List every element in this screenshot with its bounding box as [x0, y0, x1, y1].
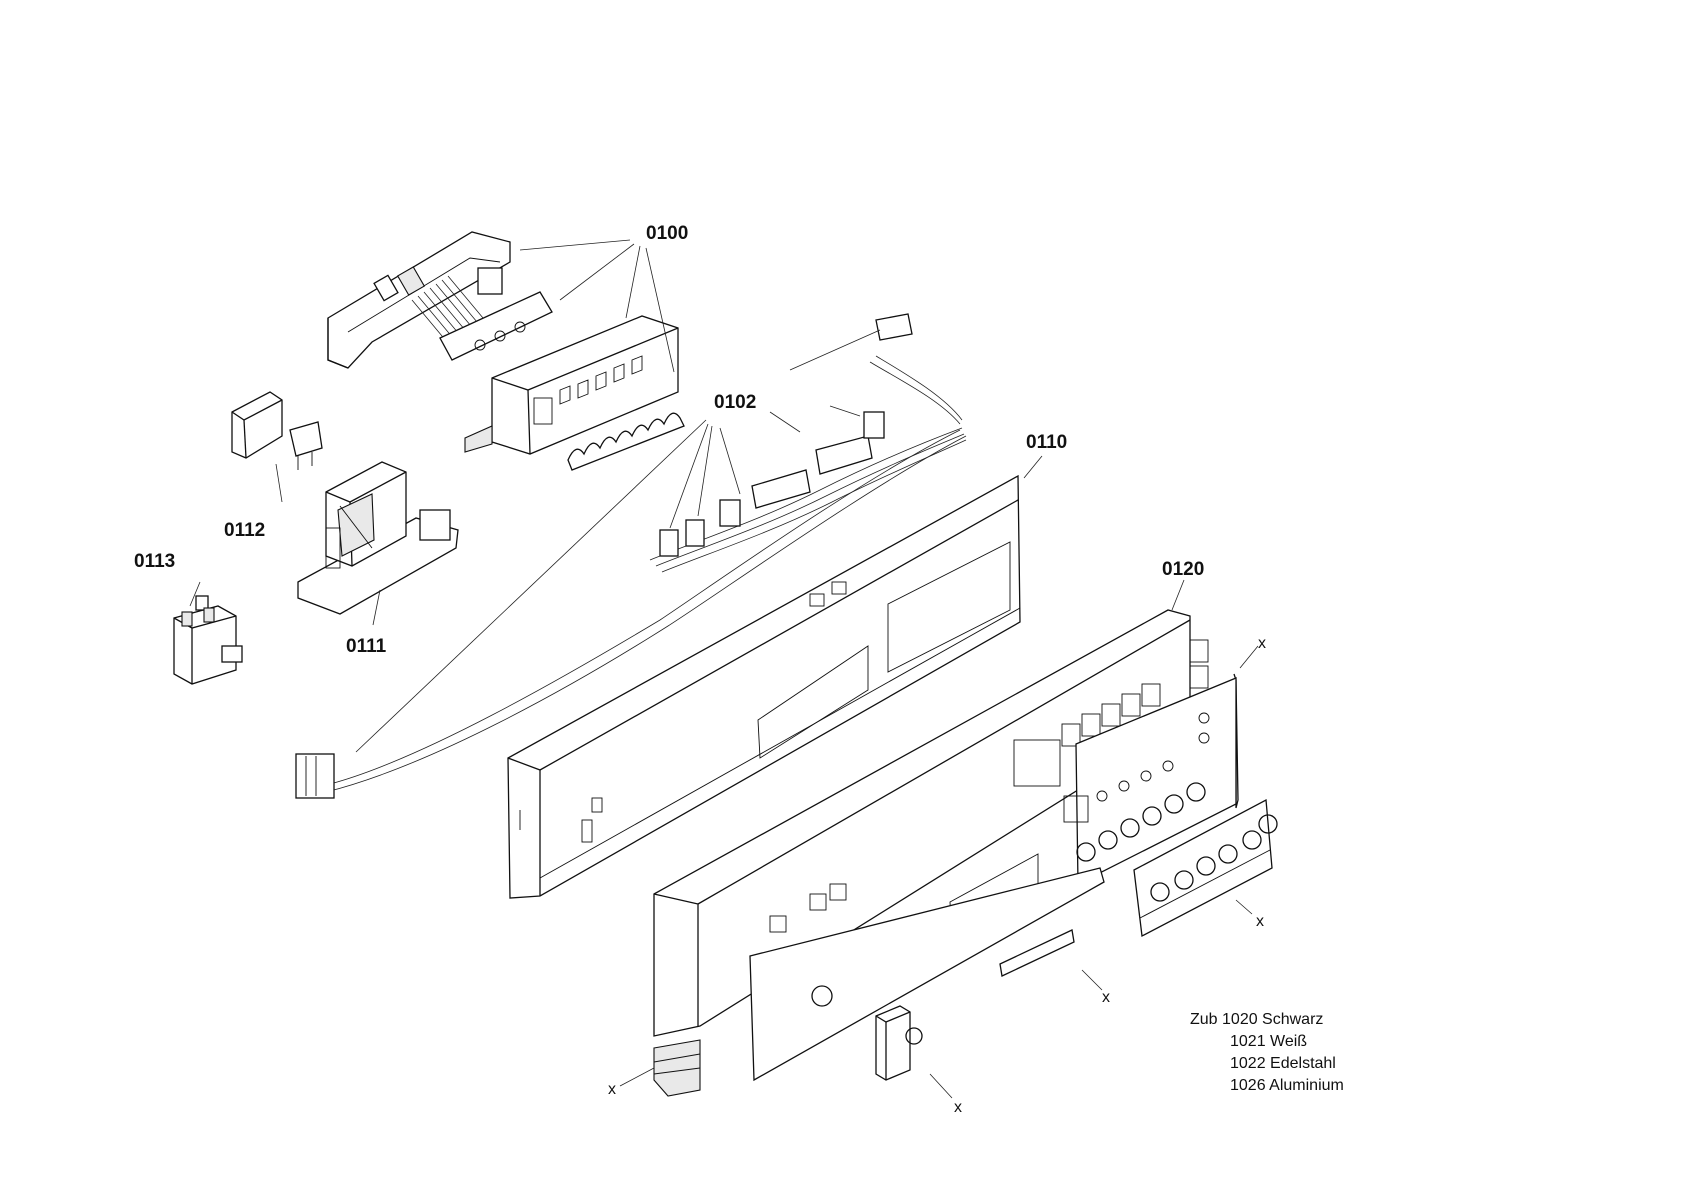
part-0100-electronic-module — [327, 231, 685, 471]
part-0111-bracket — [297, 461, 459, 615]
knob-block — [1133, 798, 1278, 938]
label-0113: 0113 — [134, 551, 175, 572]
marker-x-cover: x — [1258, 635, 1266, 652]
label-0112: 0112 — [224, 520, 265, 541]
marker-x-base: x — [608, 1081, 616, 1098]
label-0102: 0102 — [714, 392, 756, 413]
marker-x-trim: x — [1102, 989, 1110, 1006]
leader-lines — [189, 239, 1259, 1099]
label-0111: 0111 — [346, 636, 387, 657]
accessory-note-line3: 1022 Edelstahl — [1230, 1055, 1336, 1072]
marker-x-knob: x — [954, 1099, 962, 1116]
label-0100: 0100 — [646, 223, 688, 244]
marker-x-knobs: x — [1256, 913, 1264, 930]
accessory-note-line2: 1021 Weiß — [1230, 1033, 1307, 1050]
accessory-trim-strip — [999, 929, 1075, 977]
part-0113-connector — [173, 595, 243, 685]
accessory-note-line4: 1026 Aluminium — [1230, 1077, 1344, 1094]
part-0110-frame — [507, 474, 1021, 899]
part-0120-front-panel — [653, 609, 1239, 1097]
label-0110: 0110 — [1026, 432, 1067, 453]
accessory-knob — [875, 1005, 923, 1081]
label-0120: 0120 — [1162, 559, 1204, 580]
accessory-note-line1: Zub 1020 Schwarz — [1190, 1011, 1323, 1028]
part-0112-cover — [231, 391, 323, 470]
part-0102-cable-harness — [295, 313, 967, 799]
